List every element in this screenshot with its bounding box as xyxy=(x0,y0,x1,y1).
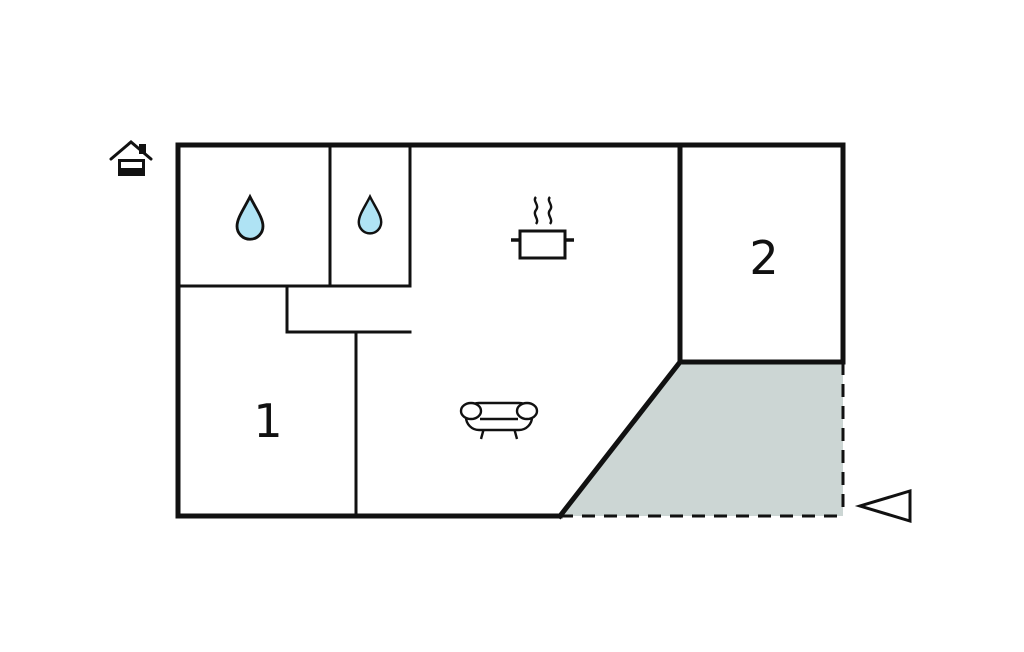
room1-label: 1 xyxy=(253,394,282,448)
steam-icon xyxy=(533,196,539,225)
bathroom-icons xyxy=(235,193,383,241)
cooking-pot-icon xyxy=(511,196,574,260)
interior-walls xyxy=(176,143,412,518)
house-window-band xyxy=(121,162,142,168)
house-chimney xyxy=(139,144,146,154)
terrace-area xyxy=(560,362,843,516)
water-drop-icon xyxy=(235,193,265,241)
room2-label: 2 xyxy=(749,231,778,285)
entrance-arrow-icon xyxy=(854,488,912,524)
pot-body xyxy=(518,229,567,260)
terrace-dashed-boundary xyxy=(560,362,845,518)
wall-terrace-diagonal xyxy=(556,358,684,520)
north-house-icon xyxy=(109,140,153,176)
exterior-walls xyxy=(175,142,846,520)
sofa-arm-right xyxy=(515,401,539,421)
water-drop-icon xyxy=(357,193,383,235)
steam-icon xyxy=(547,196,553,225)
sofa-icon xyxy=(459,401,539,440)
sofa-arm-left xyxy=(459,401,483,421)
